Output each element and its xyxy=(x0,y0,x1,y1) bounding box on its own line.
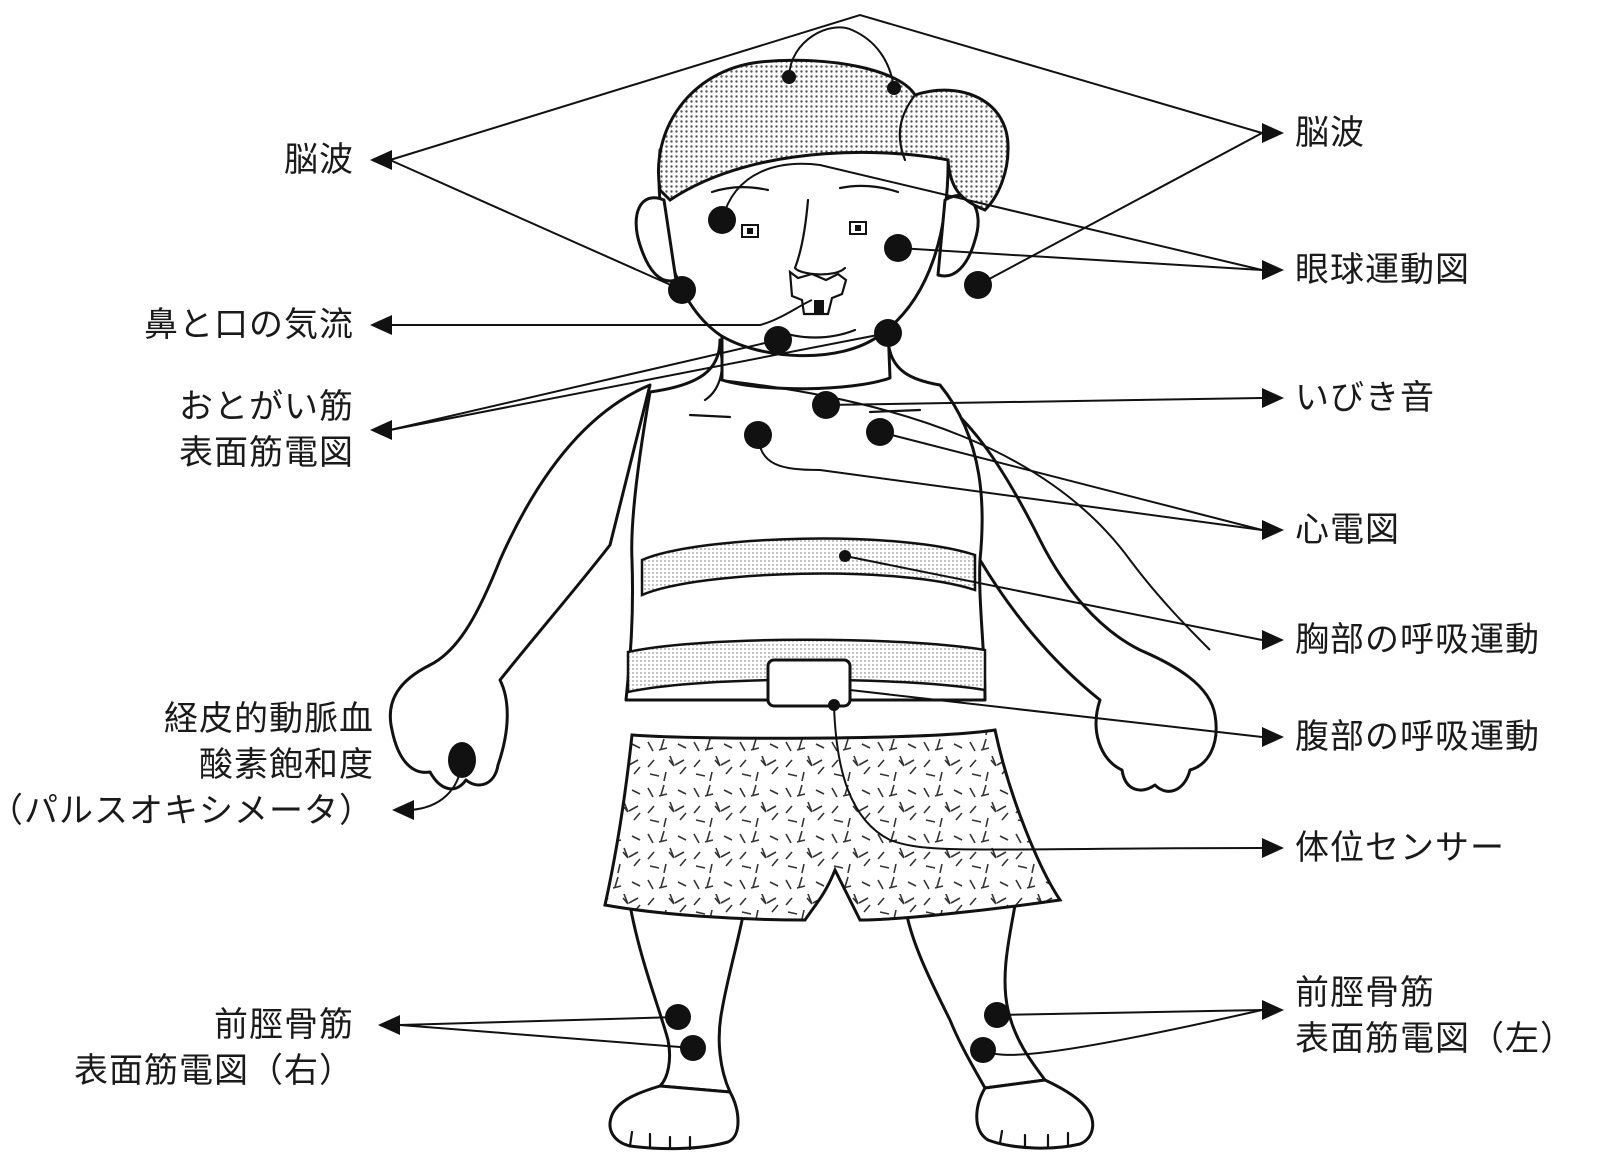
arrow-chest xyxy=(1262,630,1284,650)
label-airflow-text: 鼻と口の気流 xyxy=(144,302,354,348)
arrow-chin-emg xyxy=(370,420,392,440)
label-ecg: 心電図 xyxy=(1295,507,1400,553)
arrow-tibialis-right xyxy=(378,1015,400,1035)
arrow-tibialis-left xyxy=(1262,1000,1284,1020)
right-leg xyxy=(630,905,745,1092)
label-eog-text: 眼球運動図 xyxy=(1295,247,1470,293)
label-eeg-right: 脳波 xyxy=(1295,110,1365,156)
label-tibialis-left-line1: 前脛骨筋 xyxy=(1295,970,1575,1016)
label-tibialis-left-line2: 表面筋電図（左） xyxy=(1295,1016,1575,1062)
arrow-spo2 xyxy=(392,800,414,820)
label-chin-emg-line1: おとがい筋 xyxy=(179,384,354,430)
label-airflow: 鼻と口の気流 xyxy=(144,302,354,348)
arrow-eeg-right xyxy=(1262,123,1284,143)
label-ecg-text: 心電図 xyxy=(1295,507,1400,553)
label-eeg-right-text: 脳波 xyxy=(1295,110,1365,156)
label-position: 体位センサー xyxy=(1295,825,1505,871)
label-chin-emg: おとがい筋 表面筋電図 xyxy=(179,384,354,476)
position-sensor-box xyxy=(768,660,850,706)
arrow-snore xyxy=(1262,388,1284,408)
label-tibialis-right: 前脛骨筋 表面筋電図（右） xyxy=(74,1002,354,1094)
arrow-eog xyxy=(1262,260,1284,280)
label-eeg-left-text: 脳波 xyxy=(284,137,354,183)
arrow-ecg xyxy=(1262,520,1284,540)
label-spo2-device: （パルスオキシメータ） xyxy=(0,788,374,834)
label-snore-text: いびき音 xyxy=(1295,375,1435,421)
right-foot xyxy=(610,1086,738,1149)
label-spo2-line2: 酸素飽和度 xyxy=(164,742,374,788)
arrow-abdominal xyxy=(1262,727,1284,747)
label-chest-resp-text: 胸部の呼吸運動 xyxy=(1295,617,1540,663)
label-spo2: 経皮的動脈血 酸素飽和度 xyxy=(164,696,374,788)
left-foot xyxy=(977,1080,1093,1148)
shorts xyxy=(605,730,1060,920)
label-snore: いびき音 xyxy=(1295,375,1435,421)
label-eog: 眼球運動図 xyxy=(1295,247,1470,293)
label-tibialis-right-line2: 表面筋電図（右） xyxy=(74,1048,354,1094)
left-leg xyxy=(905,905,1045,1088)
label-chin-emg-line2: 表面筋電図 xyxy=(179,430,354,476)
label-position-text: 体位センサー xyxy=(1295,825,1505,871)
label-chest-resp: 胸部の呼吸運動 xyxy=(1295,617,1540,663)
arrow-position xyxy=(1262,838,1284,858)
right-arm xyxy=(390,385,650,789)
label-tibialis-right-line1: 前脛骨筋 xyxy=(74,1002,354,1048)
label-spo2-line1: 経皮的動脈血 xyxy=(164,696,374,742)
label-abd-resp-text: 腹部の呼吸運動 xyxy=(1295,714,1540,760)
label-abd-resp: 腹部の呼吸運動 xyxy=(1295,714,1540,760)
label-eeg-left: 脳波 xyxy=(284,137,354,183)
left-ear xyxy=(938,196,978,276)
label-spo2-line3: （パルスオキシメータ） xyxy=(0,788,374,834)
arrow-eeg-left xyxy=(370,150,392,170)
label-tibialis-left: 前脛骨筋 表面筋電図（左） xyxy=(1295,970,1575,1062)
arrow-airflow xyxy=(370,315,392,335)
